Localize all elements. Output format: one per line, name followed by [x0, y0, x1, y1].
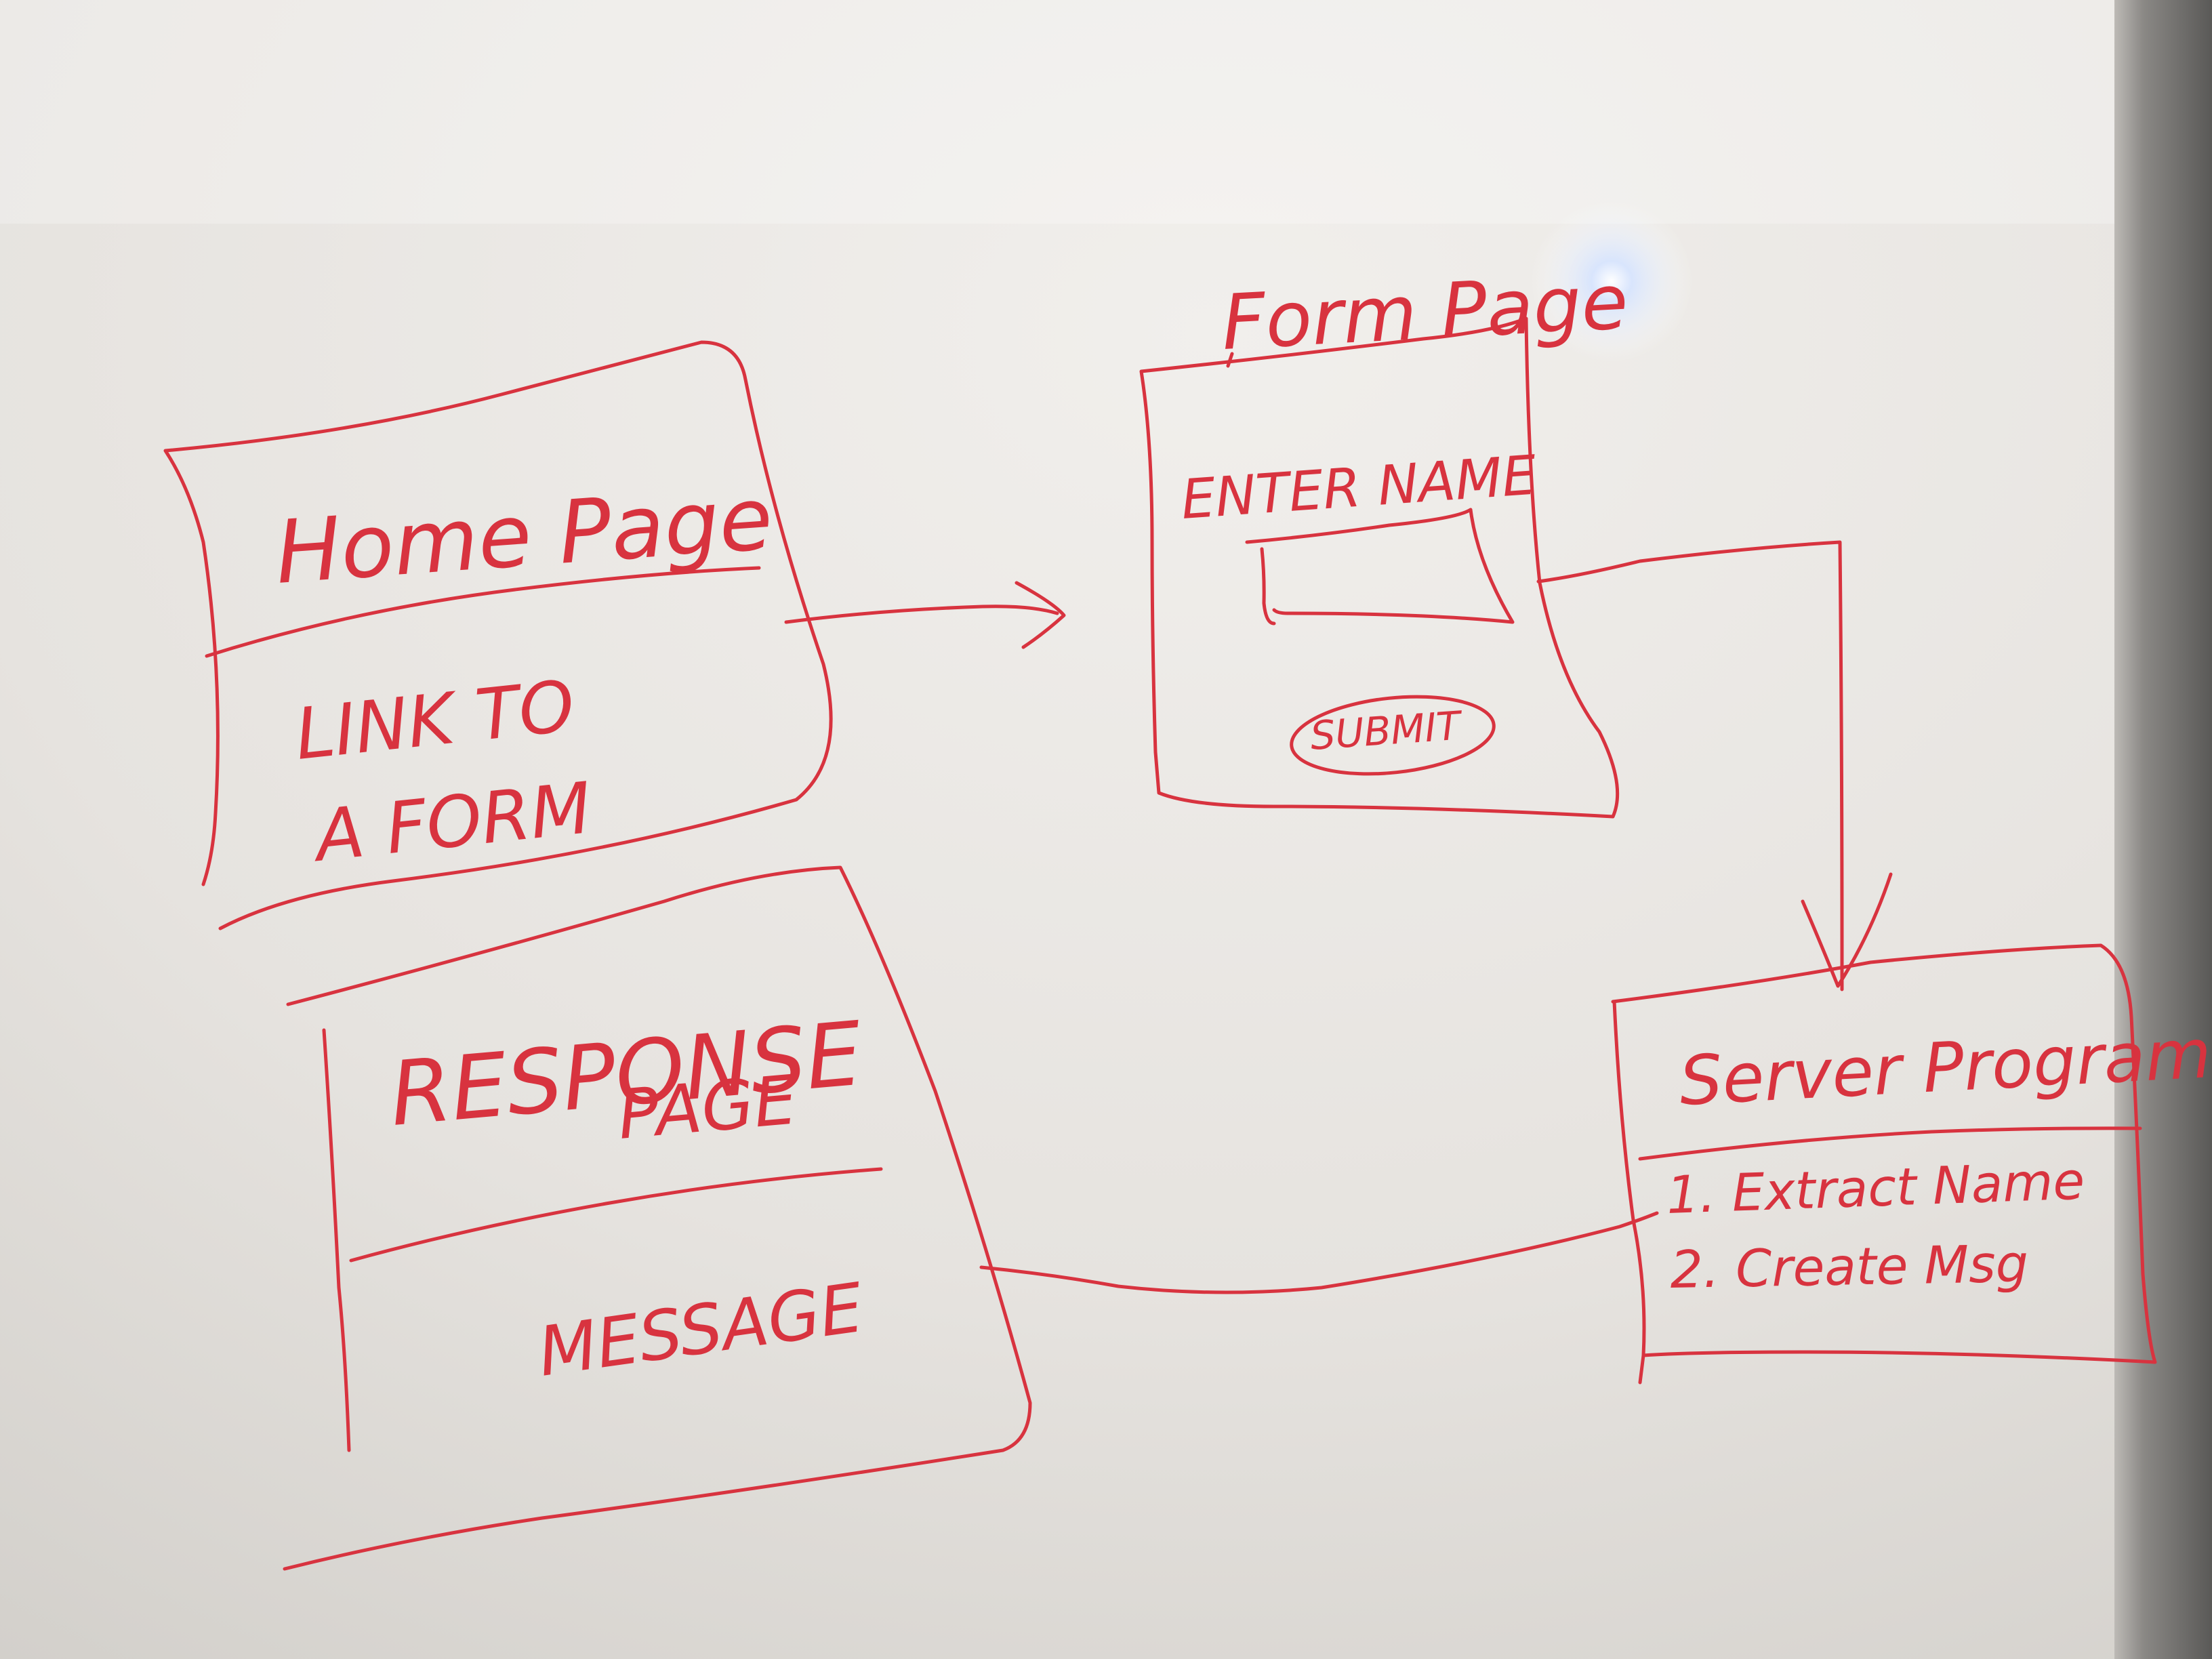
connector-server-to-response — [979, 1211, 1659, 1294]
server-program-step2: 2. Create Msg — [1670, 1233, 2029, 1300]
home-page-divider — [205, 566, 761, 658]
form-page-title: Form Page — [1220, 258, 1631, 367]
arrow-form-to-server-shaft — [1536, 540, 1844, 991]
arrow-form-to-server-head — [1801, 872, 1893, 988]
response-page-outline — [283, 865, 1032, 1571]
server-program-step1: 1. Extract Name — [1666, 1151, 2086, 1225]
form-page-outline — [1139, 316, 1620, 819]
board-reflection — [0, 0, 2212, 224]
name-text-input-outline — [1245, 508, 1515, 624]
response-page-divider — [349, 1167, 883, 1263]
server-program-divider — [1638, 1126, 2142, 1161]
submit-button-outline — [1290, 695, 1496, 776]
light-glare — [1530, 200, 1693, 363]
submit-button-label: SUBMIT — [1309, 702, 1465, 759]
submit-button[interactable]: SUBMIT — [1288, 688, 1498, 783]
arrow-home-to-form-shaft — [784, 605, 1059, 624]
text-cursor-icon — [1260, 547, 1276, 626]
arrow-form-to-server — [1536, 540, 1893, 991]
server-program-outline — [1611, 943, 2157, 1385]
arrow-home-to-form — [784, 581, 1066, 649]
home-page-outline — [163, 340, 833, 930]
arrow-home-to-form-head — [1015, 581, 1066, 649]
name-text-input[interactable] — [1245, 508, 1515, 626]
board-frame-edge — [2114, 0, 2212, 1659]
response-page-title-line2: PAGE — [615, 1060, 800, 1155]
